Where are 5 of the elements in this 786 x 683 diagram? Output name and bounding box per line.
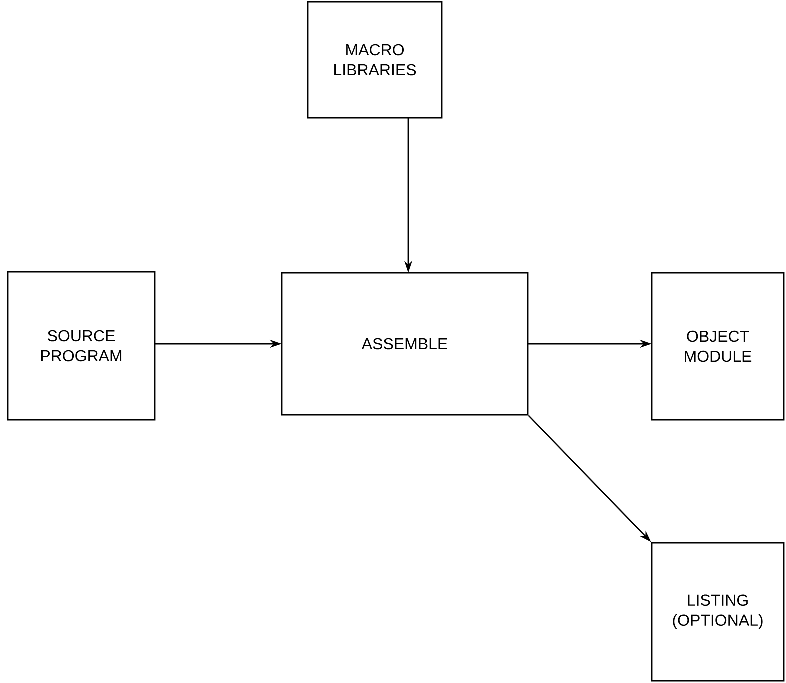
process-box: SOURCE PROGRAM <box>7 271 156 421</box>
process-box: LISTING (OPTIONAL) <box>651 542 785 682</box>
process-box: MACRO LIBRARIES <box>307 1 443 119</box>
process-box: OBJECT MODULE <box>651 272 785 421</box>
process-box: ASSEMBLE <box>281 272 529 416</box>
